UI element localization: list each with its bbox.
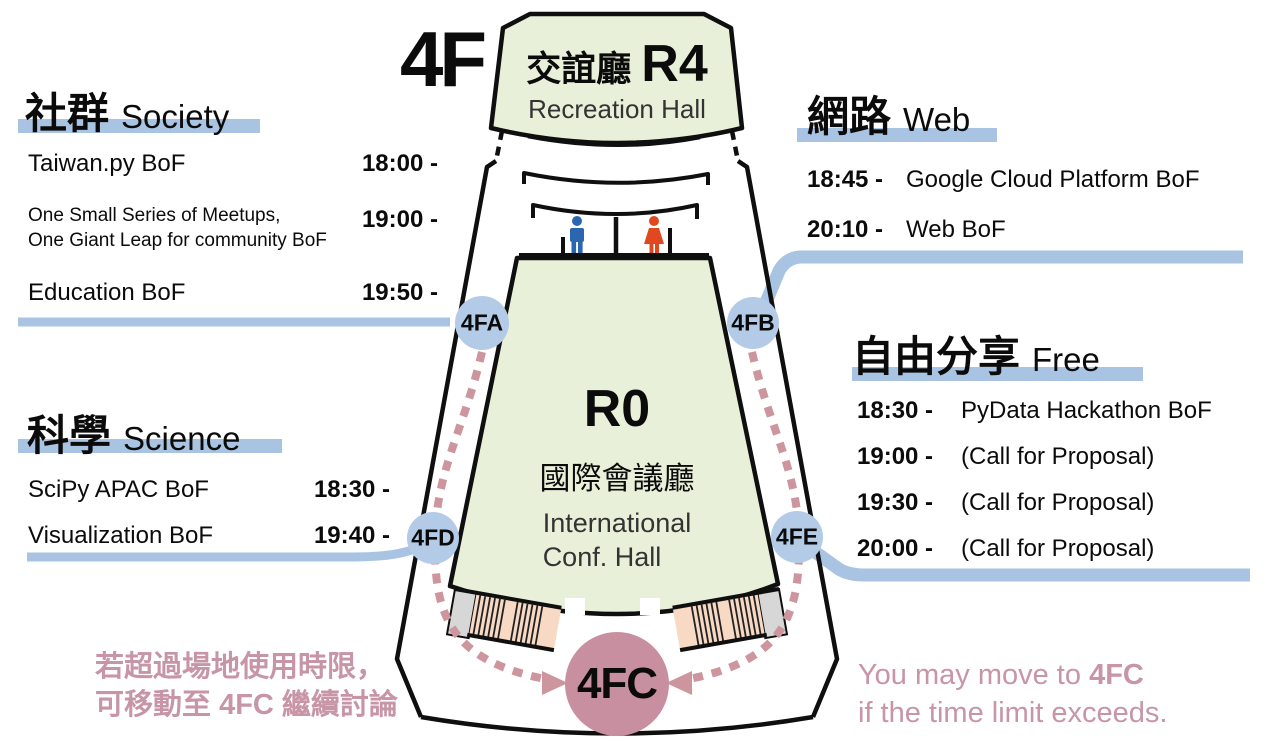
room-r0-name-en-line2: Conf. Hall bbox=[542, 542, 662, 572]
web-to-4fb-line bbox=[755, 250, 1243, 315]
section-science-title-zh: 科學 bbox=[27, 412, 112, 459]
hub-4fc-circle bbox=[565, 632, 669, 736]
note-zh-post: 繼續討論 bbox=[273, 689, 398, 721]
section-society-title-zh: 社群 bbox=[25, 90, 110, 137]
node-4fd-circle bbox=[407, 512, 459, 564]
room-r0-label: R0 國際會議廳 International Conf. Hall bbox=[467, 379, 767, 574]
event-name: Google Cloud Platform BoF bbox=[906, 166, 1200, 193]
event-name: (Call for Proposal) bbox=[961, 489, 1155, 516]
overflow-note-en-line1: You may move to 4FC bbox=[858, 656, 1167, 694]
room-r0-name-en: International Conf. Hall bbox=[543, 506, 692, 574]
event-name: Taiwan.py BoF bbox=[28, 150, 186, 177]
room-r4-name-zh: 交誼廳 bbox=[526, 50, 632, 89]
male-restroom-icon bbox=[570, 216, 584, 253]
event-time: 19:30 - bbox=[857, 489, 934, 516]
section-society-header: 社群 Society bbox=[25, 80, 229, 141]
event-name-line1: One Small Series of Meetups, bbox=[28, 205, 281, 226]
event-time: 18:45 - bbox=[807, 166, 884, 193]
stairs-left bbox=[445, 587, 562, 653]
section-web-title-zh: 網路 bbox=[807, 93, 892, 140]
event-time: 18:00 - bbox=[361, 150, 438, 177]
event-name: Web BoF bbox=[906, 216, 1006, 243]
event-name: Visualization BoF bbox=[28, 522, 213, 549]
overflow-note-en: You may move to 4FC if the time limit ex… bbox=[858, 656, 1167, 732]
room-r4-name-en: Recreation Hall bbox=[528, 94, 706, 124]
note-en-4fc: 4FC bbox=[1089, 659, 1144, 691]
overflow-note-zh: 若超過場地使用時限， 可移動至 4FC 繼續討論 bbox=[95, 648, 398, 724]
section-web-header: 網路 Web bbox=[807, 83, 970, 144]
room-r0-name-en-line1: International bbox=[542, 508, 692, 538]
corridor-arc-2 bbox=[522, 171, 710, 185]
floor-label: 4F bbox=[400, 15, 487, 103]
event-time: 19:50 - bbox=[361, 279, 438, 306]
event-name: SciPy APAC BoF bbox=[28, 476, 209, 503]
node-4fe-circle bbox=[771, 511, 823, 563]
section-free-title-en: Free bbox=[1032, 341, 1100, 378]
restroom-top-wall bbox=[531, 203, 699, 219]
node-4fb-circle bbox=[727, 297, 779, 349]
node-4fd-label: 4FD bbox=[411, 524, 455, 551]
event-name: Education BoF bbox=[28, 279, 186, 306]
r0-door-gap-right bbox=[640, 598, 660, 615]
overflow-note-zh-line2: 可移動至 4FC 繼續討論 bbox=[95, 686, 398, 724]
web-underline-bar bbox=[797, 128, 997, 142]
room-r0-name-zh: 國際會議廳 bbox=[539, 461, 695, 496]
event-name: PyData Hackathon BoF bbox=[961, 397, 1212, 424]
node-4fe-label: 4FE bbox=[775, 523, 819, 550]
event-time: 18:30 - bbox=[857, 397, 934, 424]
event-time: 19:00 - bbox=[857, 443, 934, 470]
outer-wall-right bbox=[736, 159, 840, 718]
section-free-header: 自由分享 Free bbox=[852, 323, 1100, 384]
node-4fb-label: 4FB bbox=[731, 309, 775, 336]
society-underline-bar bbox=[18, 119, 260, 133]
section-science-header: 科學 Science bbox=[27, 402, 240, 463]
room-r4-label: 交誼廳 R4 Recreation Hall bbox=[472, 34, 762, 125]
note-en-pre: You may move to bbox=[858, 659, 1090, 691]
section-science-title-en: Science bbox=[123, 420, 241, 457]
route-arrow-left-icon bbox=[542, 671, 568, 695]
r0-door-gap-left bbox=[565, 598, 585, 615]
hub-4fc-label: 4FC bbox=[576, 659, 658, 708]
event-name: One Small Series of Meetups, One Giant L… bbox=[28, 203, 327, 253]
event-time: 20:10 - bbox=[807, 216, 884, 243]
event-name: (Call for Proposal) bbox=[961, 443, 1155, 470]
section-free-title-zh: 自由分享 bbox=[852, 333, 1021, 380]
route-arrow-right-icon bbox=[666, 671, 692, 695]
free-to-4fe-line bbox=[800, 538, 1250, 582]
event-time: 19:40 - bbox=[313, 522, 390, 549]
event-time: 18:30 - bbox=[313, 476, 390, 503]
outer-wall-left bbox=[394, 159, 498, 718]
section-society-title-en: Society bbox=[121, 98, 230, 135]
overflow-note-en-line2: if the time limit exceeds. bbox=[858, 697, 1168, 729]
event-time: 20:00 - bbox=[857, 535, 934, 562]
female-restroom-icon bbox=[644, 216, 664, 253]
science-underline-bar bbox=[18, 439, 282, 453]
note-zh-pre: 可移動至 bbox=[95, 689, 220, 721]
node-4fa-label: 4FA bbox=[460, 309, 504, 336]
event-name-line2: One Giant Leap for community BoF bbox=[28, 230, 327, 251]
outer-wall-right-dashed bbox=[729, 130, 741, 162]
room-r0-code: R0 bbox=[583, 380, 651, 438]
outer-wall-left-dashed bbox=[493, 130, 505, 162]
event-name: (Call for Proposal) bbox=[961, 535, 1155, 562]
node-4fa-circle bbox=[455, 296, 509, 350]
section-web-title-en: Web bbox=[903, 101, 971, 138]
room-r4-code: R4 bbox=[641, 35, 708, 93]
event-time: 19:00 - bbox=[361, 206, 438, 233]
stairs-right bbox=[672, 587, 789, 653]
corridor-arc-1 bbox=[527, 133, 701, 147]
note-zh-4fc: 4FC bbox=[219, 689, 274, 721]
overflow-note-zh-line1: 若超過場地使用時限， bbox=[95, 651, 386, 683]
free-underline-bar bbox=[852, 367, 1143, 381]
